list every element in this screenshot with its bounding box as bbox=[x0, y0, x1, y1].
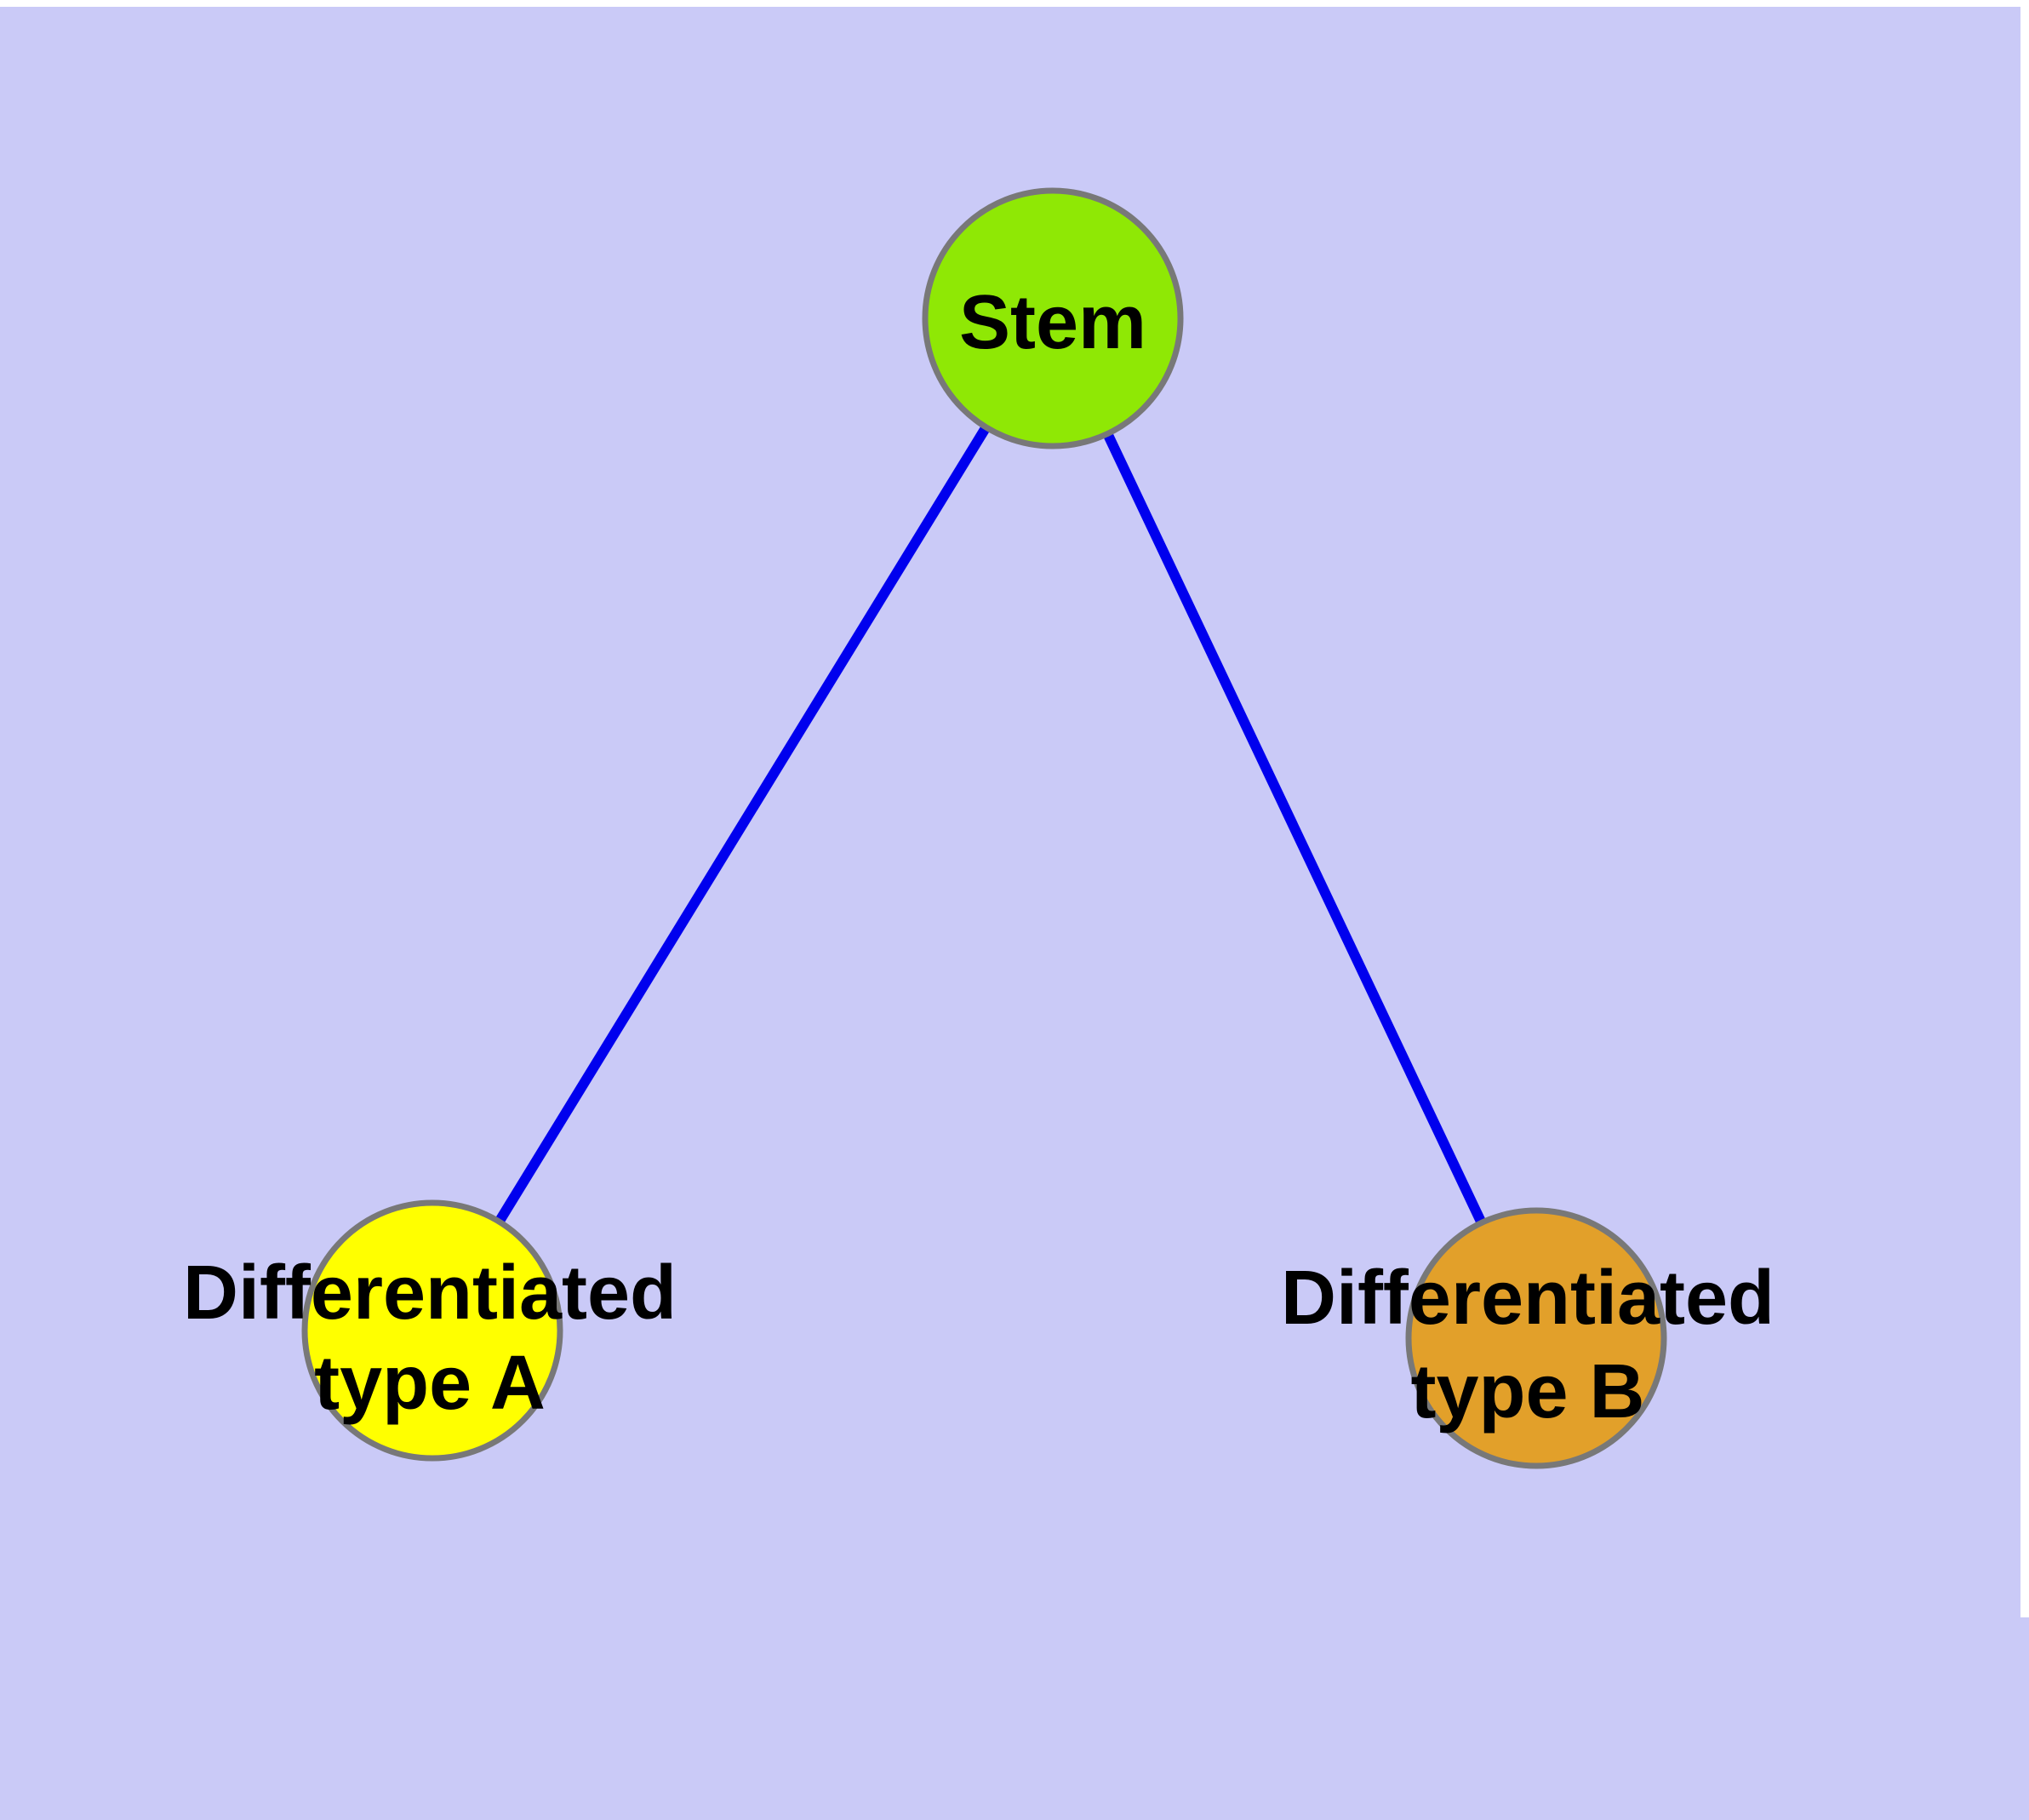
top-margin bbox=[0, 0, 2029, 7]
edge-stem-to-type-b bbox=[1048, 316, 1541, 1341]
node-type-b-label-line2: type B bbox=[1410, 1349, 1644, 1434]
node-stem bbox=[922, 187, 1184, 449]
node-stem-label: Stem bbox=[959, 280, 1146, 365]
node-differentiated-type-b bbox=[1405, 1207, 1667, 1469]
node-differentiated-type-a bbox=[301, 1199, 563, 1462]
right-margin bbox=[2020, 0, 2029, 1617]
node-type-b-label-line1: Differentiated bbox=[1281, 1256, 1775, 1341]
edge-stem-to-type-a bbox=[427, 315, 1058, 1334]
node-type-a-label-line1: Differentiated bbox=[183, 1251, 677, 1336]
node-type-a-label-line2: type A bbox=[314, 1341, 546, 1426]
